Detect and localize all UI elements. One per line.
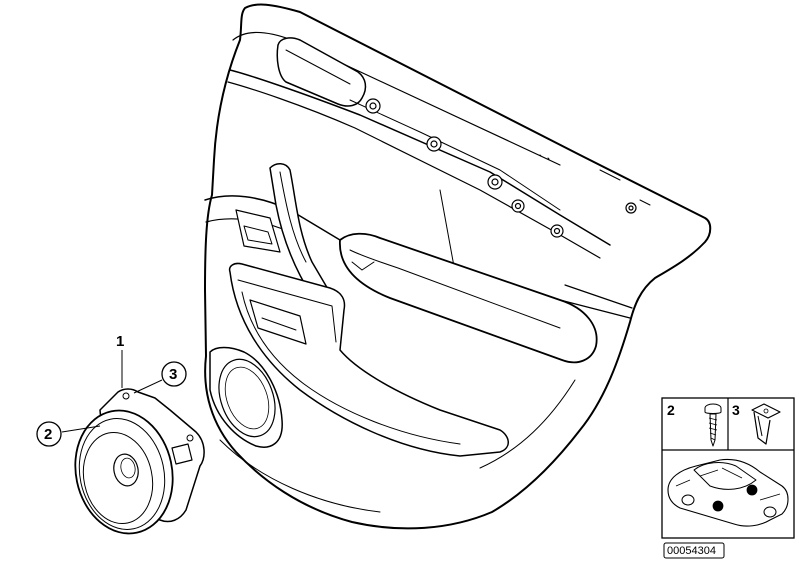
diagram-id-tag: 00054304 xyxy=(663,542,725,559)
callout-3-label: 3 xyxy=(169,366,177,383)
callout-1-label: 1 xyxy=(116,333,124,350)
callout-2-label: 2 xyxy=(44,426,52,443)
diagram-id-text: 00054304 xyxy=(667,545,716,557)
door-trim-panel xyxy=(204,3,712,530)
callout-1: 1 xyxy=(116,333,124,388)
clip-nut-icon xyxy=(751,403,781,445)
inset-label-3: 3 xyxy=(732,402,740,418)
callout-3: 3 xyxy=(133,361,187,394)
callout-3-leader xyxy=(133,379,163,394)
inset-panel: 2 3 xyxy=(661,397,795,539)
inset-label-2: 2 xyxy=(667,402,675,418)
callout-2-leader xyxy=(61,425,101,433)
car-location-icon xyxy=(667,458,789,527)
callout-2-circle xyxy=(36,421,62,447)
loudspeaker xyxy=(74,388,205,535)
callout-2: 2 xyxy=(36,421,101,447)
callout-3-circle xyxy=(161,361,187,387)
diagram-id-box xyxy=(663,542,725,559)
screw-icon xyxy=(704,403,722,447)
